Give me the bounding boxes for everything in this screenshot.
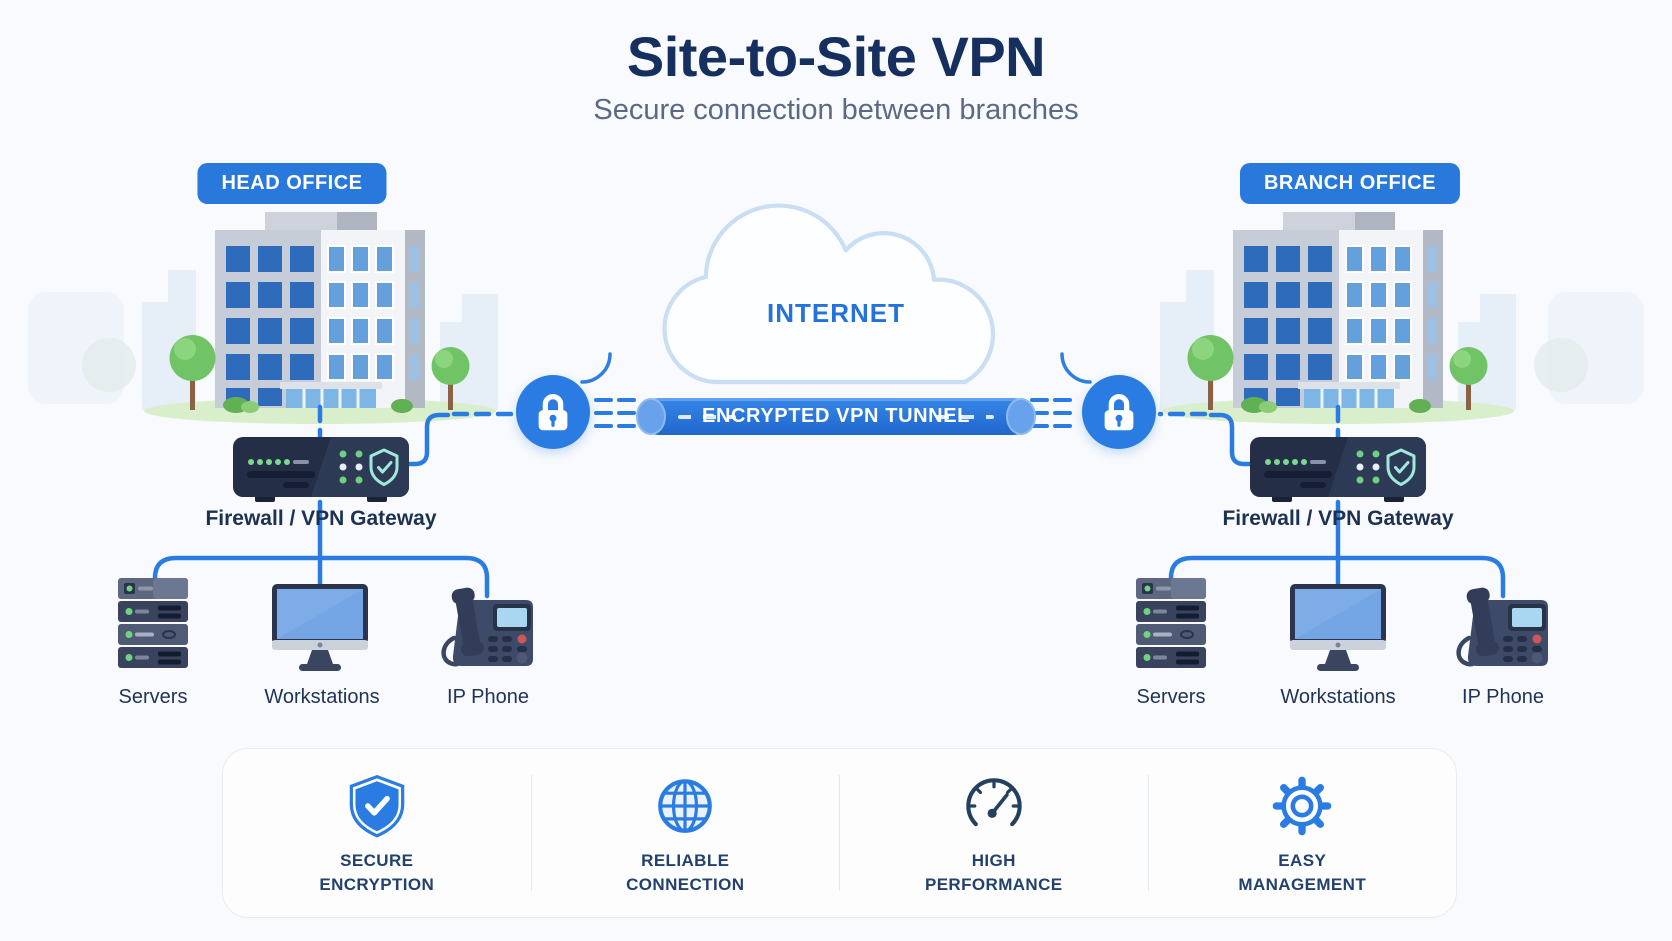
head-office-badge: HEAD OFFICE bbox=[197, 163, 387, 204]
tunnel-label: ENCRYPTED VPN TUNNEL bbox=[702, 405, 970, 427]
internet-cloud bbox=[626, 172, 1046, 396]
workstation-icon bbox=[272, 584, 368, 671]
encryption-lock-left bbox=[516, 375, 590, 449]
feature-label-line1: HIGH bbox=[971, 851, 1016, 871]
gateway-label-left: Firewall / VPN Gateway bbox=[205, 507, 437, 530]
workstation-icon bbox=[1290, 584, 1386, 671]
globe-icon bbox=[652, 773, 718, 839]
feature-label-line2: CONNECTION bbox=[626, 875, 745, 894]
feature-label: EASY MANAGEMENT bbox=[1238, 849, 1366, 897]
speedometer-icon bbox=[961, 773, 1027, 839]
padlock-icon bbox=[1096, 389, 1142, 435]
feature-label: HIGH PERFORMANCE bbox=[925, 849, 1063, 897]
device-label-ipphone-right: IP Phone bbox=[1462, 686, 1544, 708]
feature-divider bbox=[1147, 775, 1149, 891]
feature-label-line2: ENCRYPTION bbox=[319, 875, 435, 894]
feature-label-line1: SECURE bbox=[340, 851, 414, 871]
features-panel: SECURE ENCRYPTION RELIABLE CONNECTION HI… bbox=[222, 748, 1457, 918]
page-title: Site-to-Site VPN bbox=[626, 25, 1046, 88]
page-subtitle: Secure connection between branches bbox=[593, 94, 1079, 126]
internet-label: INTERNET bbox=[767, 298, 905, 328]
feature-divider bbox=[530, 775, 532, 891]
feature-label-line1: EASY bbox=[1278, 851, 1327, 871]
feature-reliable-connection: RELIABLE CONNECTION bbox=[532, 749, 840, 917]
vpn-tunnel: ENCRYPTED VPN TUNNEL bbox=[636, 398, 1036, 435]
gateway-label-right: Firewall / VPN Gateway bbox=[1222, 507, 1454, 530]
padlock-icon bbox=[530, 389, 576, 435]
lock-signal-arc-right bbox=[1060, 352, 1092, 384]
feature-secure-encryption: SECURE ENCRYPTION bbox=[223, 749, 531, 917]
encryption-lock-right bbox=[1082, 375, 1156, 449]
gear-icon bbox=[1269, 773, 1335, 839]
tunnel-dash-left bbox=[678, 415, 736, 419]
feature-easy-management: EASY MANAGEMENT bbox=[1149, 749, 1457, 917]
server-rack-icon bbox=[1136, 578, 1206, 669]
device-label-workstations-left: Workstations bbox=[264, 686, 380, 708]
tunnel-dash-right bbox=[936, 415, 994, 419]
feature-high-performance: HIGH PERFORMANCE bbox=[840, 749, 1148, 917]
firewall-device-left bbox=[233, 437, 409, 503]
firewall-device-right bbox=[1250, 437, 1426, 503]
feature-label-line1: RELIABLE bbox=[641, 851, 730, 871]
branch-office-badge: BRANCH OFFICE bbox=[1239, 163, 1461, 204]
tunnel-cap-left bbox=[636, 398, 666, 435]
shield-check-icon bbox=[344, 773, 410, 839]
device-label-servers-left: Servers bbox=[118, 686, 188, 708]
feature-label: RELIABLE CONNECTION bbox=[626, 849, 744, 897]
feature-label-line2: MANAGEMENT bbox=[1238, 875, 1367, 894]
ip-phone-icon bbox=[1453, 576, 1557, 672]
tunnel-cap-right bbox=[1006, 398, 1036, 435]
device-label-workstations-right: Workstations bbox=[1280, 686, 1396, 708]
feature-label: SECURE ENCRYPTION bbox=[319, 849, 434, 897]
background-tree-right bbox=[1534, 338, 1588, 392]
lock-signal-arc-left bbox=[580, 352, 612, 384]
feature-divider bbox=[839, 775, 840, 891]
feature-label-line2: PERFORMANCE bbox=[924, 875, 1063, 894]
background-tree-left bbox=[82, 338, 136, 392]
server-rack-icon bbox=[118, 578, 188, 669]
device-label-servers-right: Servers bbox=[1136, 686, 1206, 708]
ip-phone-icon bbox=[438, 576, 542, 672]
device-label-ipphone-left: IP Phone bbox=[447, 686, 529, 708]
